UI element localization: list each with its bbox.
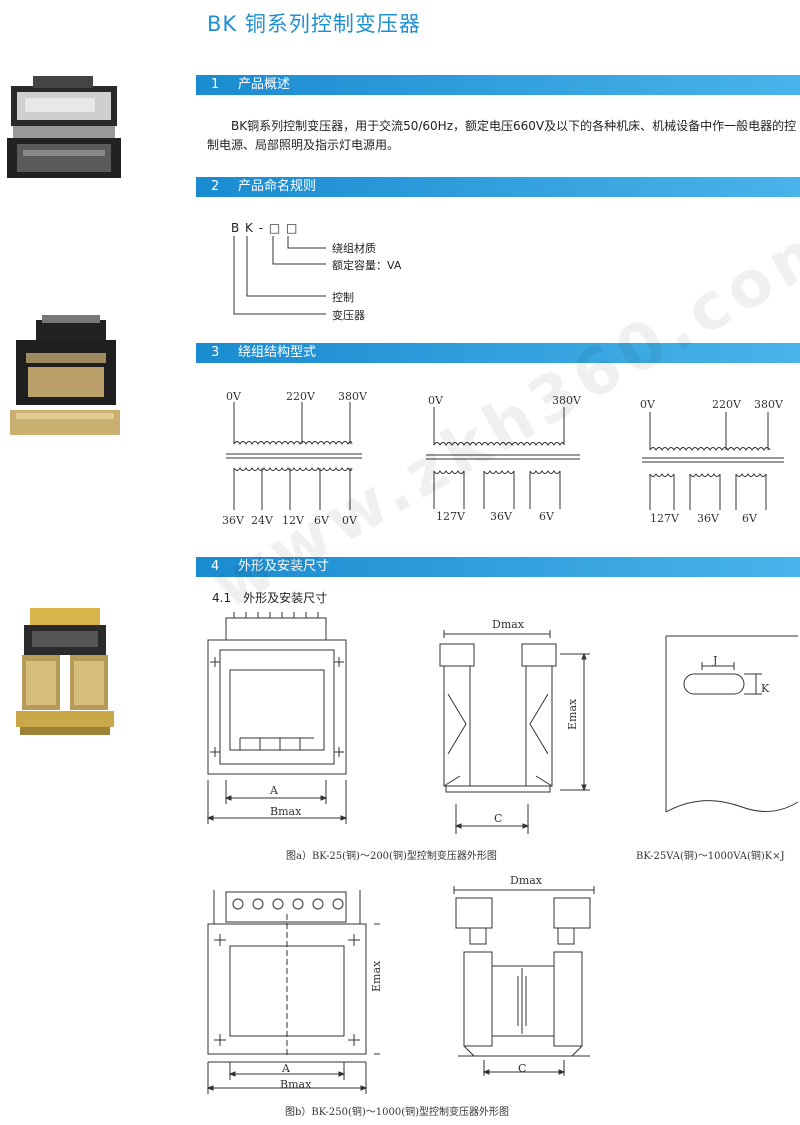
drawing-a-front-view: [206, 612, 348, 824]
product-photo-3: [16, 608, 114, 735]
winding2-top-1: 380V: [552, 394, 581, 407]
slot-detail-drawing: [665, 635, 799, 813]
winding1-bottom-2: 12V: [282, 514, 304, 527]
dim-b-label-B: Bmax: [280, 1078, 312, 1091]
section-bar-winding: 3 绕组结构型式: [196, 343, 800, 363]
overview-text: BK铜系列控制变压器，用于交流50/60Hz，额定电压660V及以下的各种机床、…: [207, 119, 797, 152]
winding1-bottom-3: 6V: [314, 514, 329, 527]
winding3-top-2: 380V: [754, 398, 783, 411]
section-bar-dimensions: 4 外形及安装尺寸: [196, 557, 800, 577]
winding3-bottom-1: 36V: [697, 512, 719, 525]
product-photo-2: [10, 315, 120, 435]
section-label: 产品概述: [238, 77, 291, 92]
naming-item-material: 绕组材质: [332, 242, 376, 255]
dim-b-label-E: Emax: [370, 960, 383, 992]
naming-item-capacity: 额定容量：VA: [332, 259, 402, 272]
section-bar-naming: 2 产品命名规则: [196, 177, 800, 197]
winding1-bottom-4: 0V: [342, 514, 357, 527]
naming-item-transformer: 变压器: [332, 309, 365, 322]
dim-b-label-C: C: [518, 1062, 527, 1075]
winding2-bottom-2: 6V: [539, 510, 554, 523]
winding2-bottom-0: 127V: [436, 510, 465, 523]
section-number: 4: [211, 559, 220, 574]
naming-code: B K - □ □: [231, 221, 299, 235]
winding3-top-1: 220V: [712, 398, 741, 411]
winding1-top-1: 220V: [286, 390, 315, 403]
dim-a-label-D: Dmax: [492, 618, 525, 631]
section-label: 绕组结构型式: [238, 345, 317, 360]
winding2-top-0: 0V: [428, 394, 443, 407]
dim-b-label-D: Dmax: [510, 874, 543, 887]
naming-item-control: 控制: [332, 291, 354, 304]
product-photo-1: [7, 76, 121, 178]
dim-a-label-A: A: [270, 784, 278, 797]
section-number: 1: [211, 77, 220, 92]
caption-figure-a: 图a）BK-25(铜)～200(铜)型控制变压器外形图: [286, 851, 497, 862]
winding1-top-2: 380V: [338, 390, 367, 403]
section-number: 2: [211, 179, 220, 194]
naming-diagram: [233, 236, 326, 315]
winding3-top-0: 0V: [640, 398, 655, 411]
dimensions-subtitle: 4.1 外形及安装尺寸: [212, 591, 328, 605]
section-label: 外形及安装尺寸: [238, 559, 330, 574]
section-label: 产品命名规则: [238, 179, 317, 194]
winding1-top-0: 0V: [226, 390, 241, 403]
winding-diagram-1: [226, 402, 362, 510]
winding-diagram-3: [642, 412, 784, 510]
section-number: 3: [211, 345, 220, 360]
dim-slot-label-J: J: [713, 654, 718, 667]
winding1-bottom-0: 36V: [222, 514, 244, 527]
drawing-a-side-view: [439, 630, 590, 834]
winding2-bottom-1: 36V: [490, 510, 512, 523]
section-bar-overview: 1 产品概述: [196, 75, 800, 95]
caption-kxj: BK-25VA(铜)～1000VA(铜)K×J: [636, 851, 785, 862]
winding1-bottom-1: 24V: [251, 514, 273, 527]
dim-b-label-A: A: [282, 1062, 290, 1075]
page-title: BK 铜系列控制变压器: [207, 12, 421, 36]
dim-a-label-E: Emax: [566, 698, 579, 730]
winding3-bottom-2: 6V: [742, 512, 757, 525]
winding3-bottom-0: 127V: [650, 512, 679, 525]
dim-slot-label-K: K: [761, 682, 770, 695]
drawing-b-side-view: [453, 886, 595, 1076]
dim-a-label-C: C: [494, 812, 503, 825]
dim-a-label-B: Bmax: [270, 805, 302, 818]
winding-diagram-2: [426, 407, 580, 509]
caption-figure-b: 图b）BK-250(铜)～1000(铜)型控制变压器外形图: [285, 1107, 510, 1118]
drawing-b-front-view: [206, 890, 380, 1094]
